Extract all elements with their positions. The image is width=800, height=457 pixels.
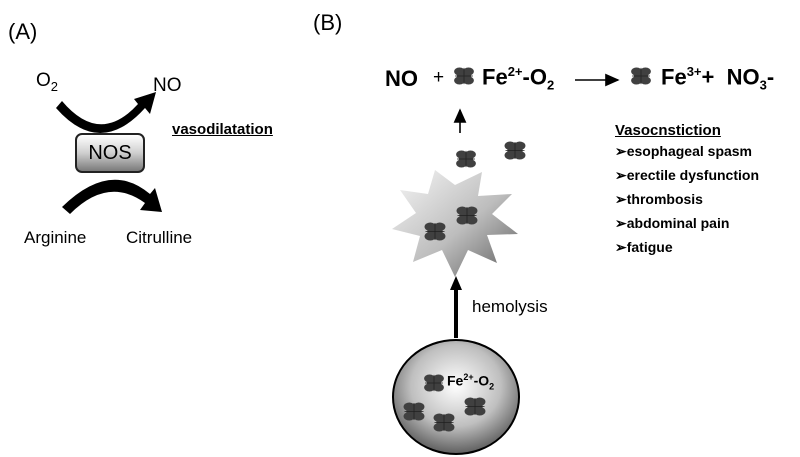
eq-fe3-sup: 3+ (686, 64, 702, 79)
cell-o-sub: 2 (489, 381, 495, 392)
eq-no3-base: NO (726, 64, 760, 90)
hemoglobin-icon-free-2 (504, 141, 526, 160)
hemoglobin-icon-eq-left (453, 67, 475, 85)
bullet-icon: ➢ (615, 239, 627, 255)
eq-fe2-o2: Fe2+-O2 (482, 64, 554, 93)
hemoglobin-icon-cell-4 (433, 413, 455, 432)
panel-b-label: (B) (313, 10, 343, 35)
o2-label: O2 (36, 70, 58, 94)
hemoglobin-icon-cell-1 (423, 374, 445, 392)
list-item-text: erectile dysfunction (626, 167, 759, 183)
nos-label: NOS (88, 141, 132, 164)
hemoglobin-icon-cell-3 (464, 397, 486, 416)
list-item: ➢erectile dysfunction (615, 167, 759, 191)
hemoglobin-icon-burst-1 (456, 206, 478, 225)
arginine-label: Arginine (24, 228, 87, 247)
citrulline-label: Citrulline (126, 228, 193, 247)
cell-fe2-o2-label: Fe2+-O2 (447, 372, 494, 391)
eq-no: NO (385, 66, 418, 91)
cell-fe-sup: 2+ (463, 372, 474, 382)
eq-no3-tail: - (766, 64, 775, 90)
hemolysis-label: hemolysis (472, 297, 548, 316)
list-item-text: thrombosis (626, 191, 703, 207)
burst-shape (392, 170, 518, 277)
eq-plus-1: + (433, 67, 445, 88)
hemoglobin-icon-free-1 (455, 150, 477, 168)
cell-o-part: -O (473, 372, 490, 389)
list-item: ➢fatigue (615, 239, 759, 263)
bottom-curved-arrow (62, 179, 162, 214)
eq-o-sub: 2 (546, 77, 555, 93)
top-curved-arrow (56, 92, 156, 133)
vasoconstriction-block: Vasocnstiction ➢esophageal spasm ➢erecti… (615, 122, 759, 263)
eq-plus-2: + (701, 64, 715, 90)
eq-fe3-no3: Fe3++ NO3- (661, 64, 774, 93)
cell-fe-base: Fe (447, 372, 464, 389)
o2-base: O (36, 70, 51, 91)
eq-no3-sub: 3 (759, 77, 767, 93)
list-item-text: esophageal spasm (626, 143, 753, 159)
bullet-icon: ➢ (615, 143, 627, 159)
bullet-icon: ➢ (615, 191, 627, 207)
bullet-icon: ➢ (615, 167, 627, 183)
eq-fe3-base: Fe (661, 64, 687, 90)
hemoglobin-icon-cell-2 (403, 402, 425, 421)
hemoglobin-icon-eq-right (630, 67, 652, 85)
vasoconstriction-title: Vasocnstiction (615, 122, 721, 139)
panel-a-label: (A) (8, 19, 38, 44)
list-item: ➢esophageal spasm (615, 143, 759, 167)
list-item: ➢abdominal pain (615, 215, 759, 239)
list-item-text: fatigue (626, 239, 673, 255)
eq-fe-base: Fe (482, 64, 508, 90)
eq-o-part: -O (522, 64, 547, 90)
list-item: ➢thrombosis (615, 191, 759, 215)
eq-fe-sup: 2+ (507, 64, 523, 79)
nos-box: NOS (75, 133, 145, 173)
list-item-text: abdominal pain (626, 215, 730, 231)
no-label: NO (153, 75, 182, 96)
hemoglobin-icon-burst-2 (424, 222, 446, 241)
red-blood-cell (392, 339, 520, 455)
bullet-icon: ➢ (615, 215, 627, 231)
vasodilatation-label: vasodilatation (172, 121, 273, 138)
o2-subscript: 2 (50, 78, 59, 94)
